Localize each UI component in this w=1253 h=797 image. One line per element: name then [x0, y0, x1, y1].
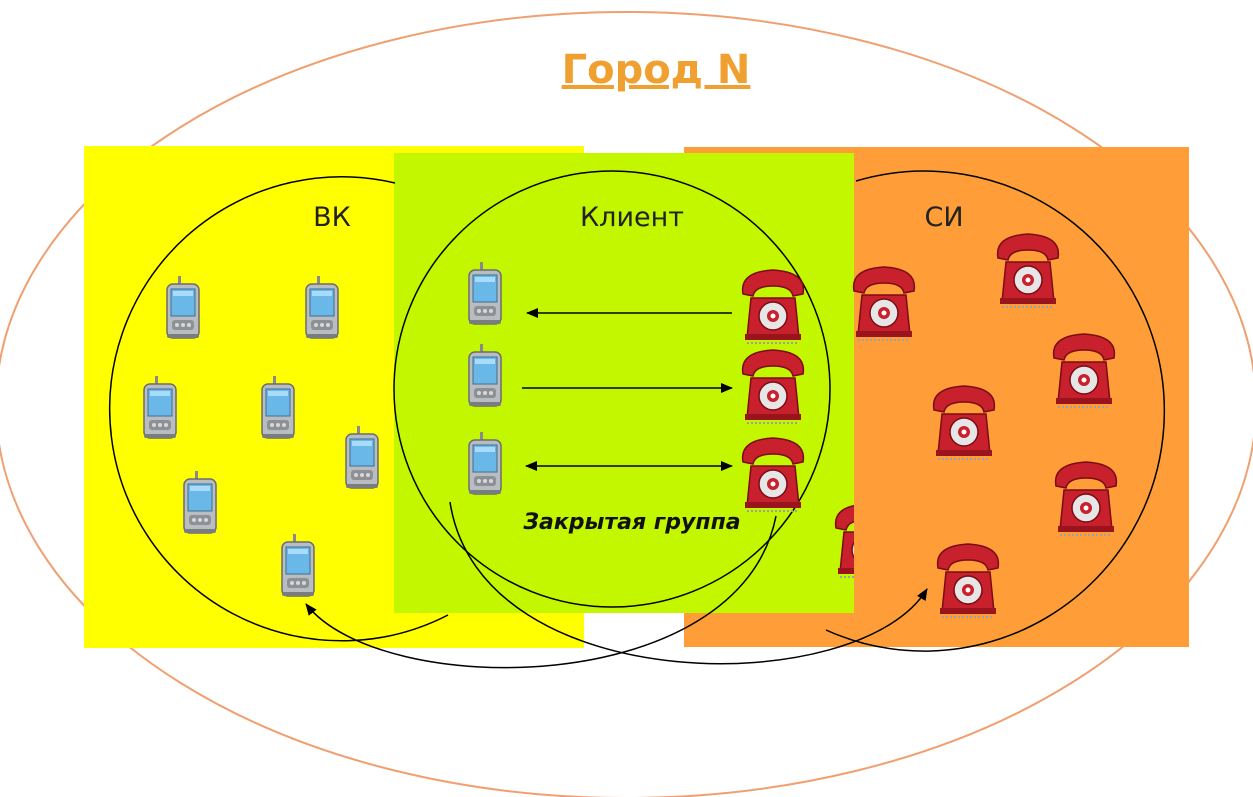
pda-phone-icon [305, 275, 339, 339]
red-telephone-icon [932, 385, 996, 460]
pda-phone-icon [281, 533, 315, 597]
vk-circle [108, 176, 449, 642]
red-telephone-icon [1052, 333, 1116, 408]
si-label: СИ [924, 202, 963, 233]
red-telephone-icon [741, 437, 805, 512]
red-telephone-icon [936, 543, 1000, 618]
closed-group-label: Закрытая группа [522, 510, 740, 535]
client-label: Клиент [580, 202, 684, 233]
pda-phone-icon [261, 375, 295, 439]
red-telephone-icon [852, 266, 916, 341]
curve-arrow-to-si [449, 501, 928, 665]
red-telephone-icon [996, 233, 1060, 308]
si-circle [825, 170, 1166, 652]
city-boundary [0, 11, 1253, 797]
pda-phone-icon [345, 425, 379, 489]
pda-phone-icon [143, 375, 177, 439]
curve-arrow-to-vk [305, 515, 777, 669]
red-telephone-icon [741, 349, 805, 424]
pda-phone-icon [468, 431, 502, 495]
city-title: Город N [562, 47, 751, 93]
pda-phone-icon [468, 343, 502, 407]
pda-phone-icon [166, 275, 200, 339]
pda-phone-icon [183, 470, 217, 534]
red-telephone-icon [1054, 461, 1118, 536]
red-telephone-icon [741, 269, 805, 344]
client-circle [393, 170, 831, 608]
pda-phone-icon [468, 261, 502, 325]
vk-label: ВК [313, 202, 351, 233]
